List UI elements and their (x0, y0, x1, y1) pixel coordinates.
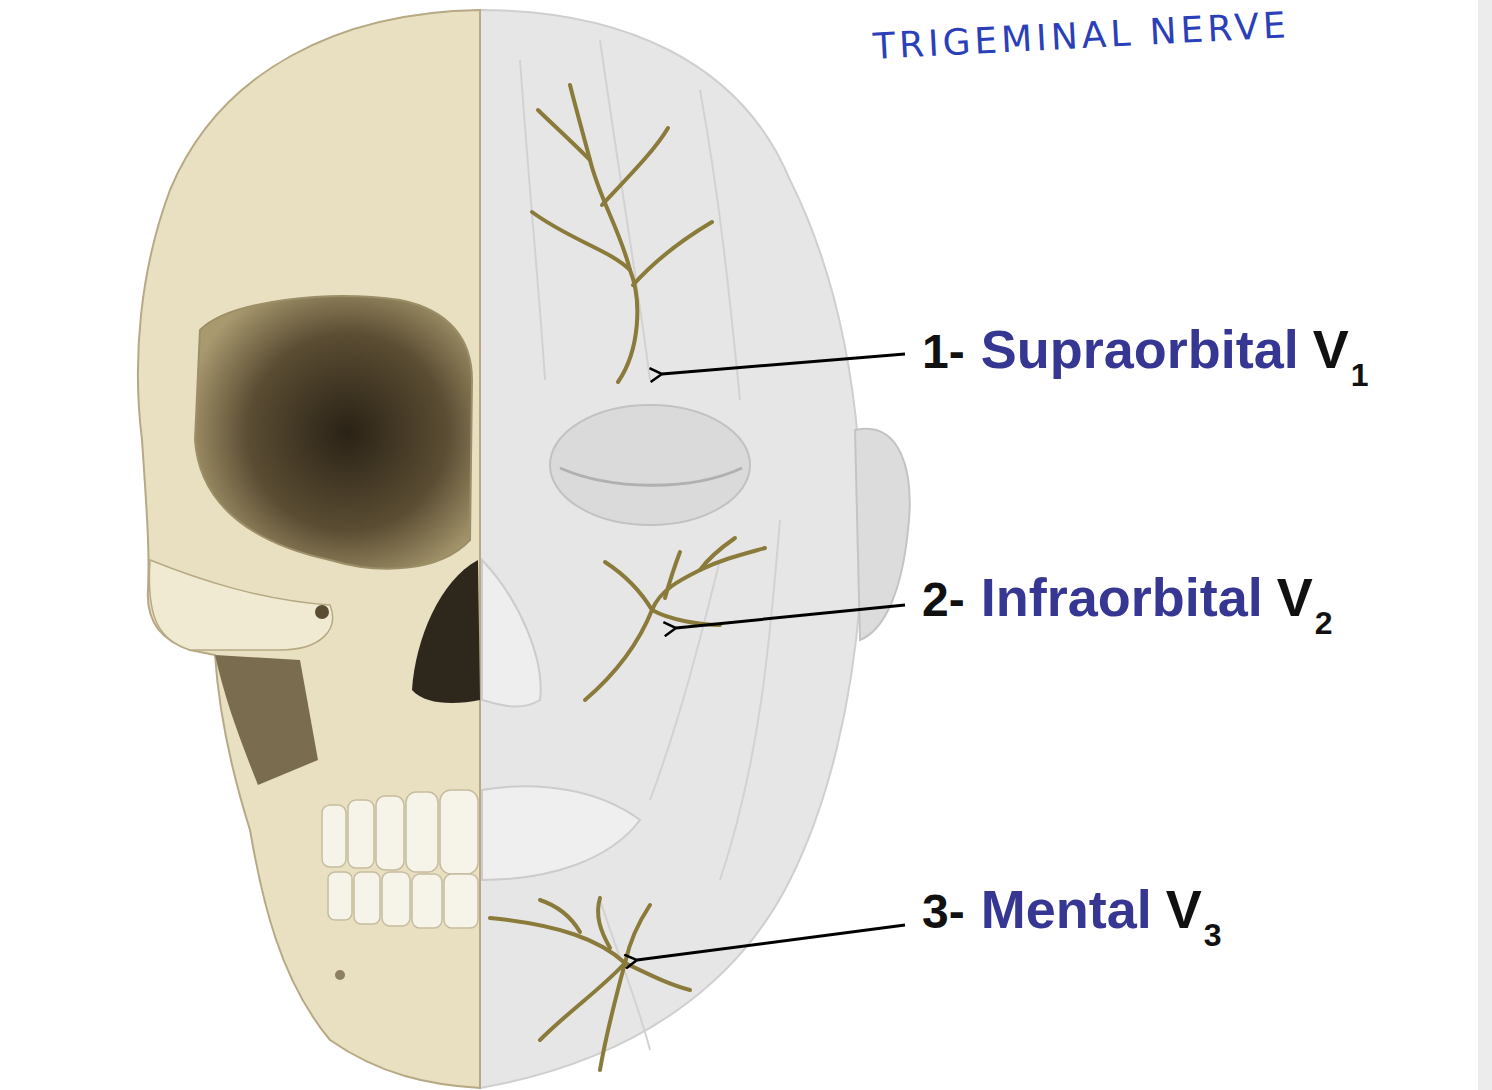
callout-number: 3- (922, 884, 965, 939)
division-number: 2 (1315, 605, 1333, 642)
nerve-name: Supraorbital (981, 318, 1299, 380)
callout-label: 2-InfraorbitalV2 (922, 566, 1333, 628)
handwritten-title: TRIGEMINAL NERVE (872, 4, 1291, 67)
callout-label: 3-MentalV3 (922, 878, 1222, 940)
nerve-name: Infraorbital (981, 566, 1263, 628)
division-letter: V (1313, 318, 1349, 380)
division-number: 1 (1351, 357, 1369, 394)
division-letter: V (1277, 566, 1313, 628)
callout-label: 1-SupraorbitalV1 (922, 318, 1369, 380)
nerve-name: Mental (981, 878, 1152, 940)
callout-number: 2- (922, 572, 965, 627)
callout-number: 1- (922, 324, 965, 379)
division-number: 3 (1204, 917, 1222, 954)
division-letter: V (1166, 878, 1202, 940)
